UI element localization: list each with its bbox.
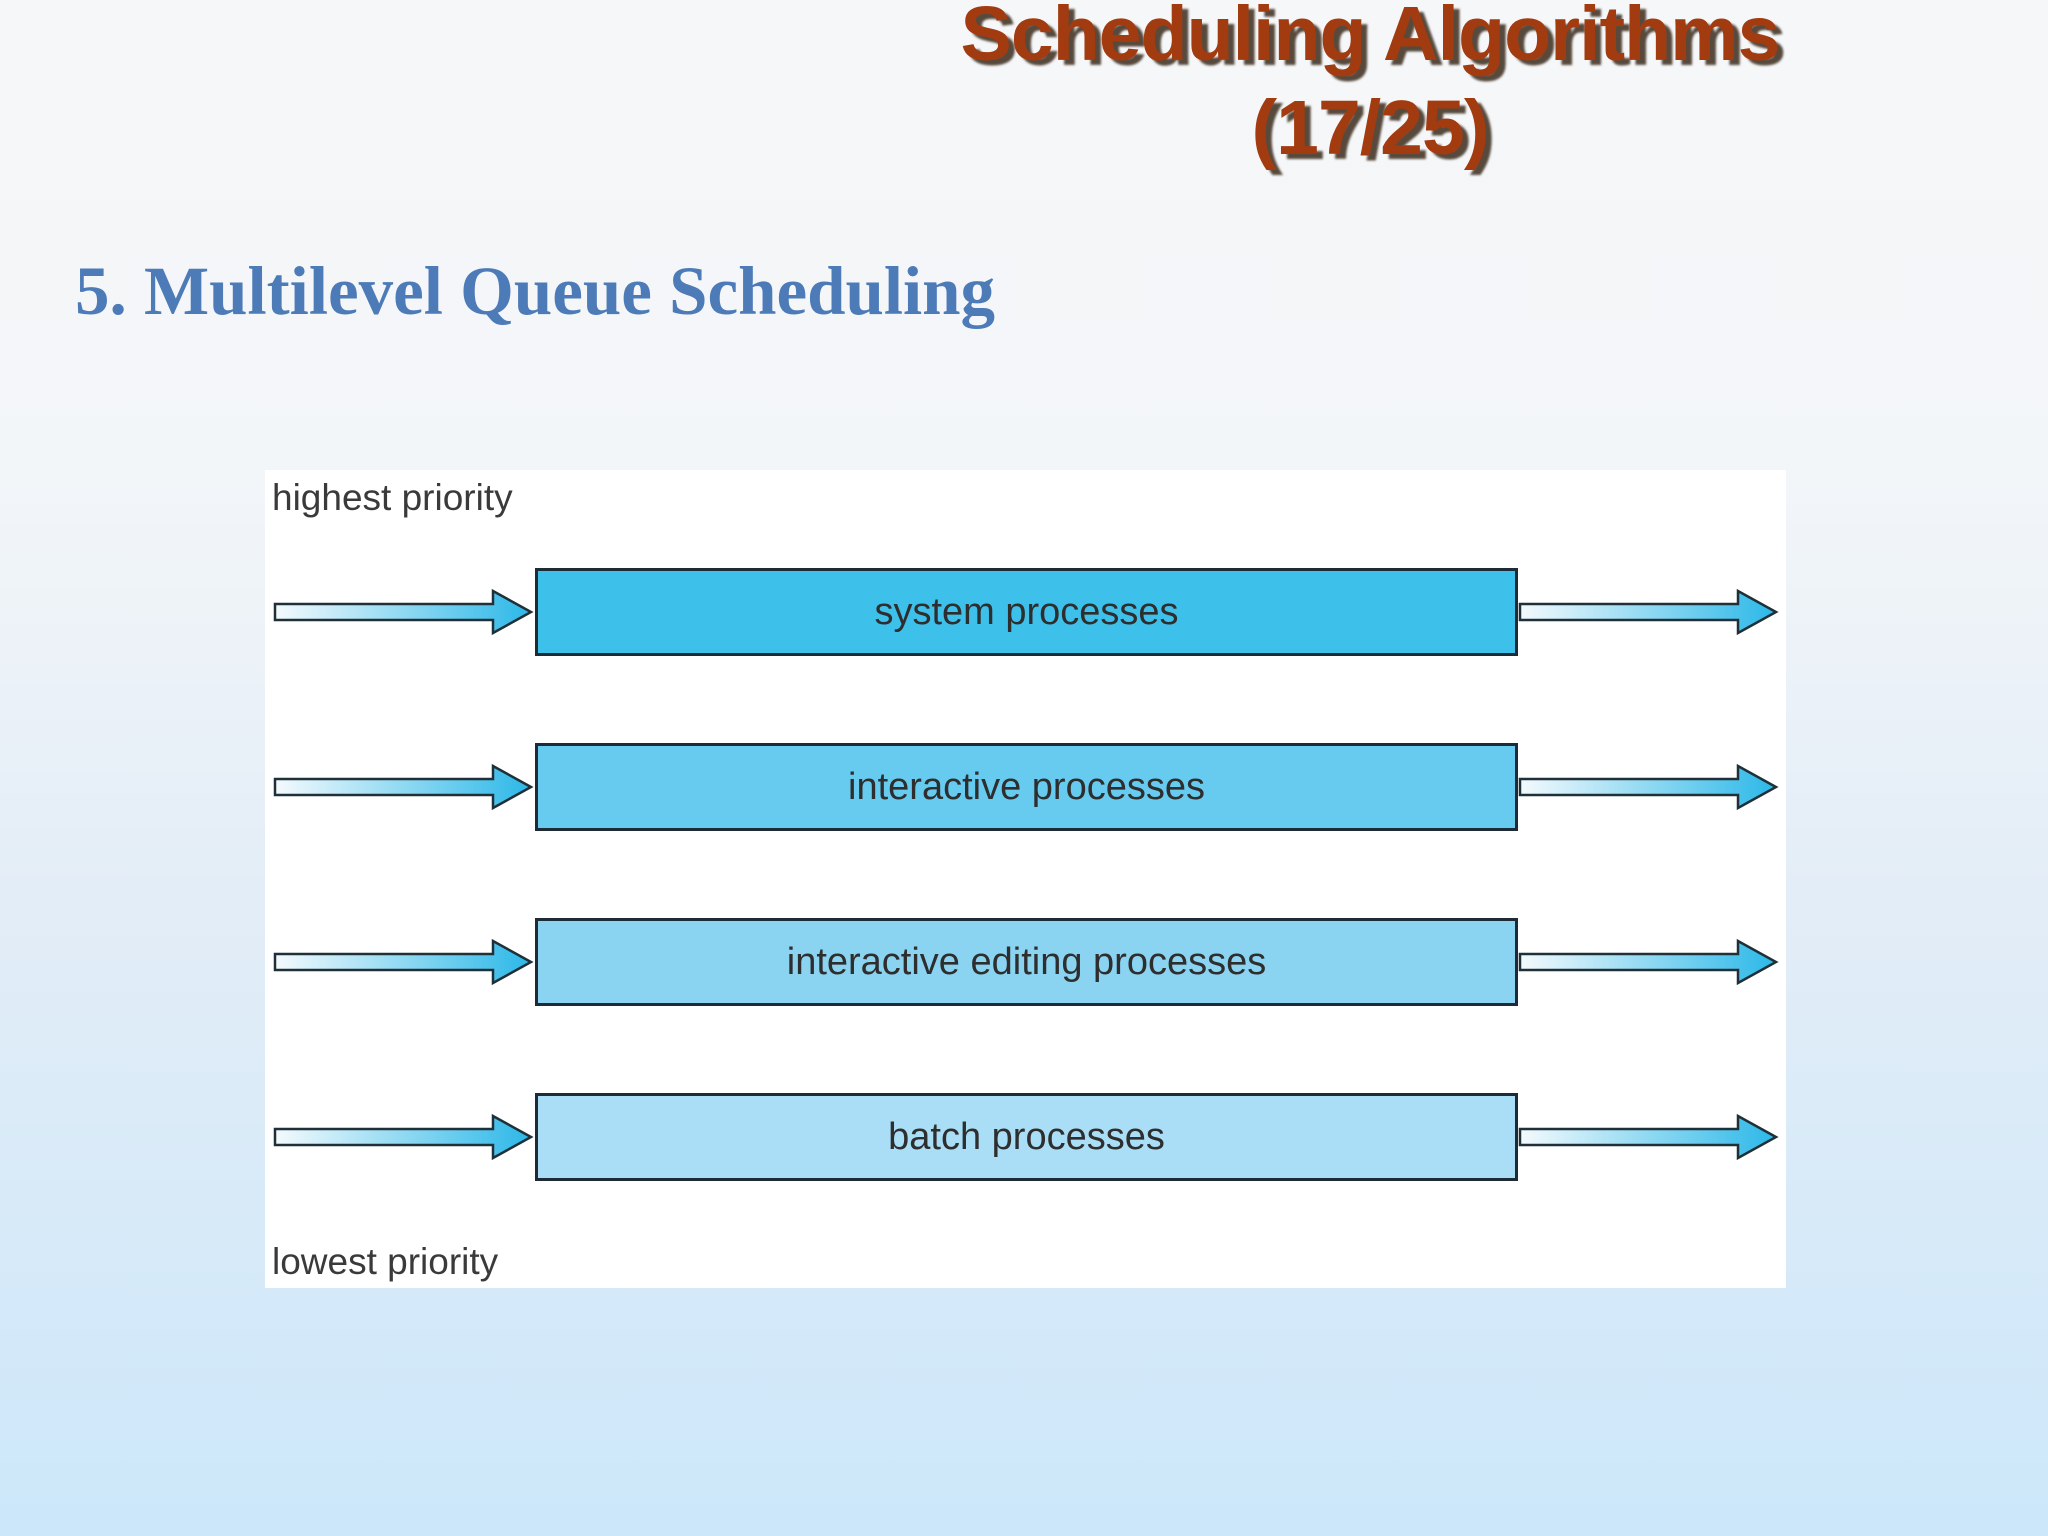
section-heading: 5. Multilevel Queue Scheduling — [75, 253, 996, 329]
queue-box: system processes — [535, 568, 1518, 656]
queue-row: interactive processes — [265, 743, 1786, 831]
slide-title: Scheduling Algorithms (17/25) — [830, 0, 1910, 176]
right-arrow-icon — [1518, 588, 1779, 636]
queue-label: interactive processes — [848, 765, 1205, 808]
right-arrow-icon — [1518, 763, 1779, 811]
left-arrow-icon — [273, 938, 534, 986]
queue-label: interactive editing processes — [786, 940, 1267, 983]
queue-box: batch processes — [535, 1093, 1518, 1181]
queue-row: interactive editing processes — [265, 918, 1786, 1006]
queue-box: interactive editing processes — [535, 918, 1518, 1006]
left-arrow-icon — [273, 763, 534, 811]
highest-priority-label: highest priority — [272, 477, 513, 518]
right-arrow-icon — [1518, 1113, 1779, 1161]
left-arrow-icon — [273, 588, 534, 636]
right-arrow-icon — [1518, 938, 1779, 986]
queue-box: interactive processes — [535, 743, 1518, 831]
slide-title-line2: (17/25) — [1251, 84, 1490, 171]
diagram-panel: highest priority system processes intera… — [265, 470, 1786, 1288]
left-arrow-icon — [273, 1113, 534, 1161]
queue-row: system processes — [265, 568, 1786, 656]
queue-label: batch processes — [888, 1115, 1165, 1158]
queue-row: batch processes — [265, 1093, 1786, 1181]
queue-label: system processes — [874, 590, 1179, 633]
slide-title-line1: Scheduling Algorithms — [960, 0, 1781, 77]
lowest-priority-label: lowest priority — [272, 1241, 499, 1282]
